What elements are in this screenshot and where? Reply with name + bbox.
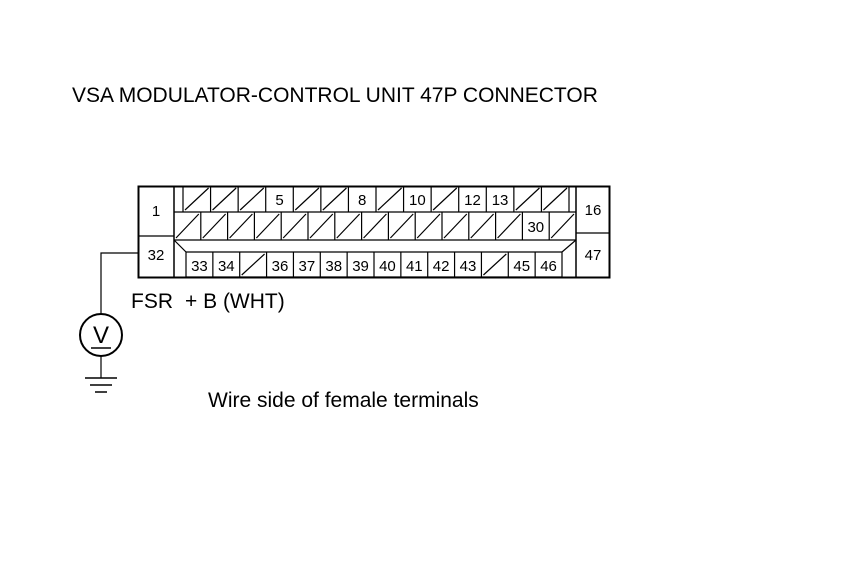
row2-empty-cavity [470, 213, 495, 239]
row3-empty-cavity [483, 253, 507, 276]
terminal-38: 38 [325, 258, 342, 275]
terminal-47: 47 [585, 247, 602, 264]
row3-empty-cavity [241, 253, 265, 276]
terminal-33: 33 [191, 258, 208, 275]
terminal-12: 12 [464, 192, 481, 209]
row1-empty-cavity [239, 187, 265, 211]
terminal-32: 32 [148, 247, 165, 264]
row2-empty-cavity [175, 213, 200, 239]
row1-empty-cavity [432, 187, 458, 211]
row2-empty-cavity [202, 213, 227, 239]
diagram-footer: Wire side of female terminals [208, 389, 479, 412]
probe-wire [100, 252, 138, 314]
row1-empty-cavity [515, 187, 540, 211]
row1-empty-cavity [184, 187, 209, 211]
diagram-title: VSA MODULATOR-CONTROL UNIT 47P CONNECTOR [72, 84, 598, 107]
ground-icon [85, 377, 117, 393]
row2-empty-cavity [416, 213, 441, 239]
terminal-45: 45 [513, 258, 530, 275]
terminal-10: 10 [409, 192, 426, 209]
row1-empty-cavity [212, 187, 237, 211]
terminal-37: 37 [299, 258, 316, 275]
terminal-36: 36 [272, 258, 289, 275]
row2-empty-cavity [229, 213, 253, 239]
terminal-43: 43 [460, 258, 477, 275]
row2-empty-cavity [497, 213, 521, 239]
row1-empty-cavity [294, 187, 320, 211]
row2-empty-cavity [336, 213, 361, 239]
voltmeter-symbol: V [93, 322, 109, 349]
row2-empty-cavity [309, 213, 334, 239]
row2-empty-cavity [389, 213, 414, 239]
row2-empty-cavity [255, 213, 280, 239]
row3-step-right [561, 239, 577, 253]
terminal-16: 16 [585, 202, 602, 219]
terminal-1: 1 [152, 203, 160, 220]
wire-signal: FSR [131, 290, 173, 313]
row2-empty-cavity [443, 213, 468, 239]
terminal-13: 13 [492, 192, 509, 209]
wire-spec: + B (WHT) [185, 290, 285, 313]
row2-empty-cavity [550, 213, 575, 239]
terminal-5: 5 [275, 192, 283, 209]
row1-empty-cavity [543, 187, 568, 211]
terminal-34: 34 [218, 258, 235, 275]
terminal-cells: 5 8 10 12 13 30 33 34 36 37 38 39 40 41 42 43 45 46 [175, 186, 575, 277]
row1-empty-cavity [322, 187, 347, 211]
row1-empty-cavity [377, 187, 402, 211]
terminal-41: 41 [406, 258, 423, 275]
terminal-46: 46 [540, 258, 557, 275]
row3-step-left [173, 239, 187, 253]
wire-label: FSR + B (WHT) [131, 290, 285, 314]
terminal-8: 8 [358, 192, 366, 209]
terminal-39: 39 [352, 258, 369, 275]
terminal-42: 42 [433, 258, 450, 275]
row2-empty-cavity [363, 213, 387, 239]
row2-empty-cavity [282, 213, 307, 239]
terminal-40: 40 [379, 258, 396, 275]
terminal-30: 30 [527, 219, 544, 236]
